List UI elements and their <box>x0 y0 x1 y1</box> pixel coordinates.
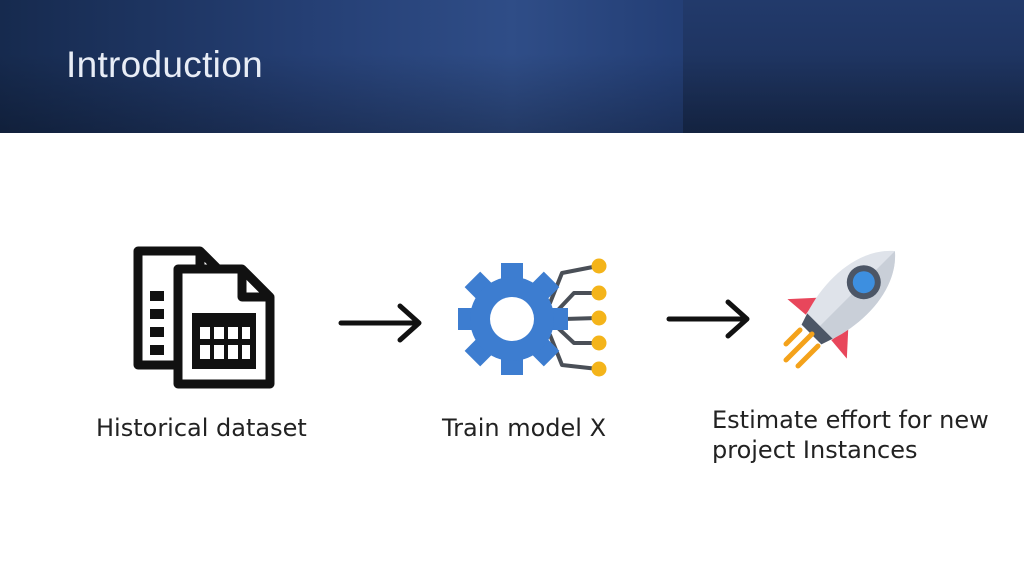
header-accent-panel <box>683 0 1024 133</box>
step-label-estimate-effort: Estimate effort for new project Instance… <box>712 406 989 464</box>
slide-title: Introduction <box>66 44 263 85</box>
arrow-right-icon <box>338 303 422 343</box>
rocket-icon <box>783 251 895 369</box>
step-label-train-model: Train model X <box>442 414 607 442</box>
slide-header: Introduction <box>0 0 1024 133</box>
step-label-historical-dataset: Historical dataset <box>96 414 307 442</box>
gear-network-icon <box>458 258 607 377</box>
arrow-right-icon <box>666 299 750 339</box>
documents-spreadsheet-icon <box>133 246 275 389</box>
header-shade <box>0 0 1024 133</box>
